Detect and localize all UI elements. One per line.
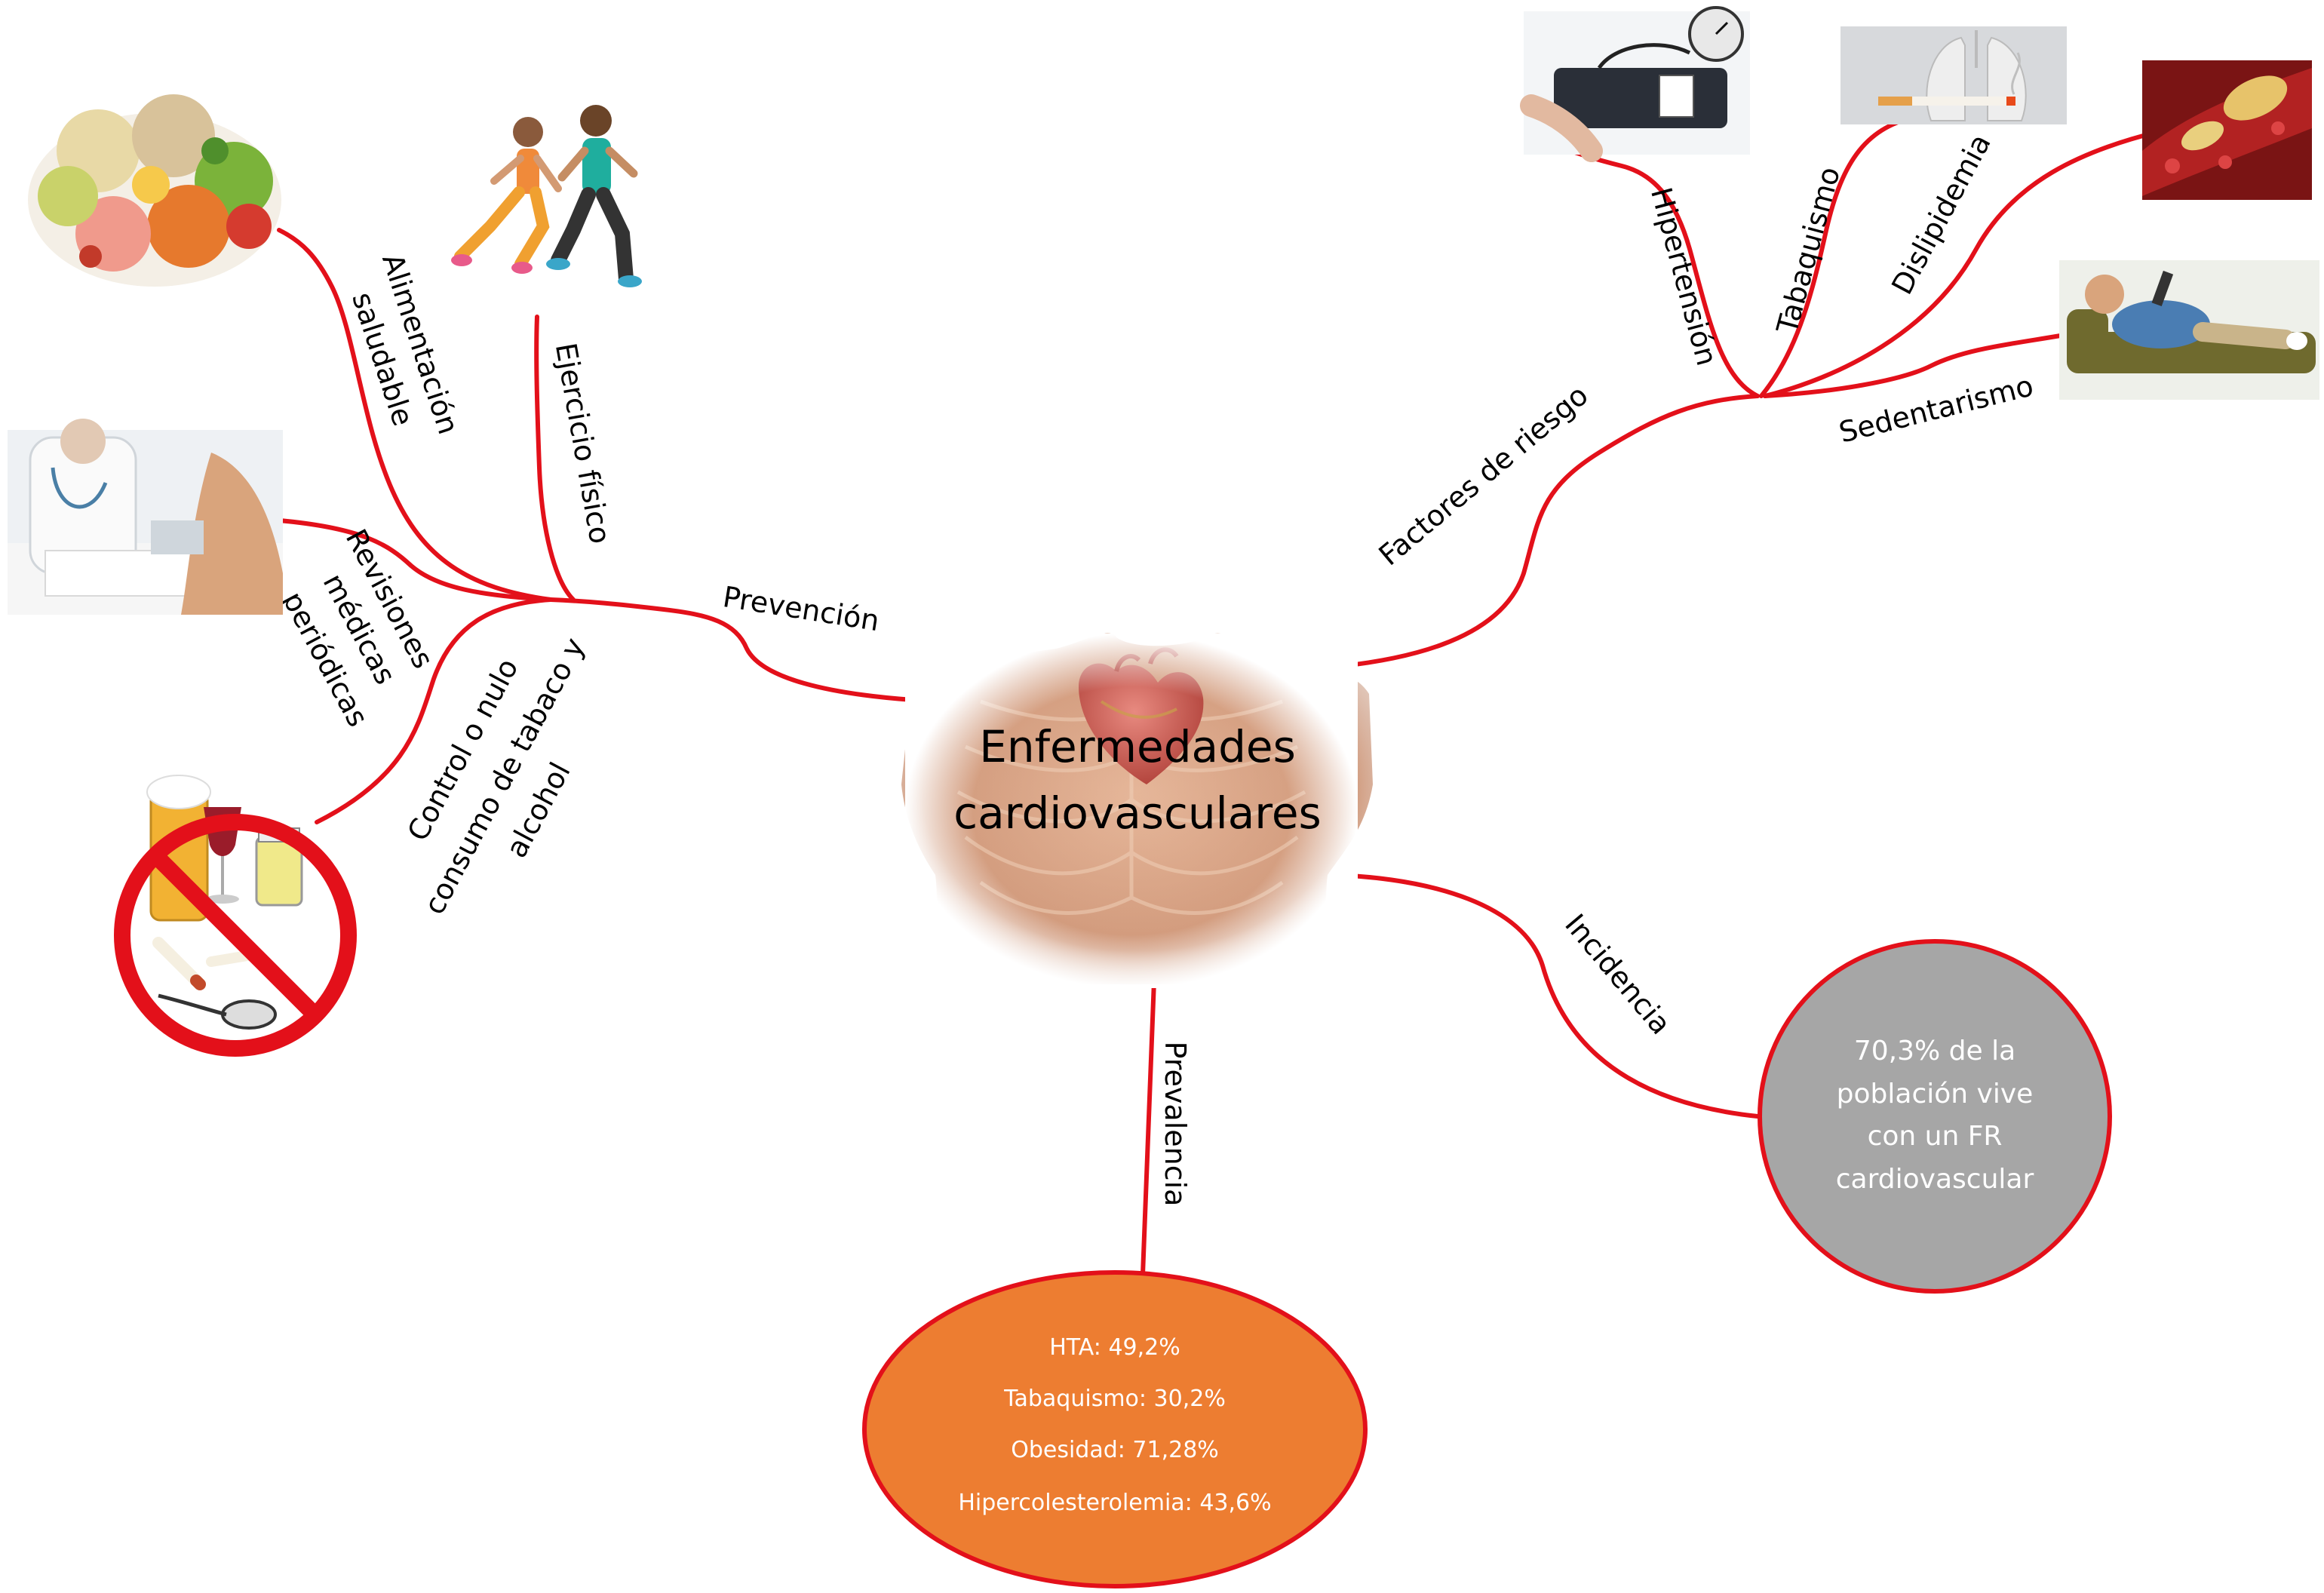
link-ejercicio	[534, 315, 576, 602]
cigarette-lungs-image	[1840, 26, 2067, 124]
link-prevencion	[548, 597, 915, 702]
prevalencia-obesidad: Obesidad: 71,28%	[1011, 1437, 1219, 1463]
label-dislipidemia: Dislipidemia	[1885, 128, 1997, 299]
blood-pressure-image	[1520, 6, 1750, 162]
no-alcohol-tobacco-sign	[114, 775, 357, 1057]
link-tabaquismo	[1759, 115, 1918, 398]
link-factores	[1295, 394, 1760, 672]
label-hipertension: Hipertensión	[1644, 184, 1724, 369]
healthy-food-image	[28, 94, 281, 287]
prevalencia-hipercolesterolemia: Hipercolesterolemia: 43,6%	[958, 1490, 1271, 1516]
runners-image	[422, 98, 664, 302]
incidencia-line2: población vive	[1837, 1079, 2034, 1110]
prevalencia-bubble: HTA: 49,2% Tabaquismo: 30,2% Obesidad: 7…	[862, 1270, 1368, 1588]
prevalencia-hta: HTA: 49,2%	[1049, 1334, 1180, 1361]
link-hipertension	[1559, 145, 1760, 398]
incidencia-bubble: 70,3% de la población vive con un FR car…	[1758, 939, 2112, 1294]
incidencia-line1: 70,3% de la	[1854, 1036, 2015, 1067]
branch-label-prevalencia: Prevalencia	[1159, 1042, 1192, 1207]
link-control	[315, 597, 553, 824]
couch-person-image	[2059, 260, 2319, 400]
branch-label-incidencia: Incidencia	[1558, 908, 1678, 1041]
links	[277, 115, 2160, 1277]
link-prevalencia	[1141, 978, 1156, 1277]
link-revisiones	[277, 518, 553, 602]
link-alimentacion	[277, 228, 553, 602]
incidencia-line4: cardiovascular	[1836, 1164, 2034, 1195]
branch-label-factores: Factores de riesgo	[1373, 379, 1595, 572]
center-title-line2: cardiovasculares	[953, 787, 1322, 839]
label-sedentarismo: Sedentarismo	[1836, 369, 2037, 449]
link-sedentarismo	[1763, 330, 2084, 398]
doctor-checkup-image	[8, 419, 283, 615]
label-ejercicio: Ejercicio físico	[549, 340, 617, 546]
link-dislipidemia	[1763, 130, 2160, 398]
label-tabaquismo: Tabaquismo	[1770, 164, 1847, 338]
branch-label-prevencion: Prevención	[720, 580, 881, 637]
link-incidencia	[1333, 873, 1760, 1119]
prevalencia-tabaquismo: Tabaquismo: 30,2%	[1003, 1386, 1226, 1412]
center-torso-image	[901, 633, 1373, 988]
incidencia-line3: con un FR	[1868, 1121, 2003, 1152]
clogged-artery-image	[2142, 60, 2312, 200]
center-title-line1: Enfermedades	[979, 721, 1296, 772]
